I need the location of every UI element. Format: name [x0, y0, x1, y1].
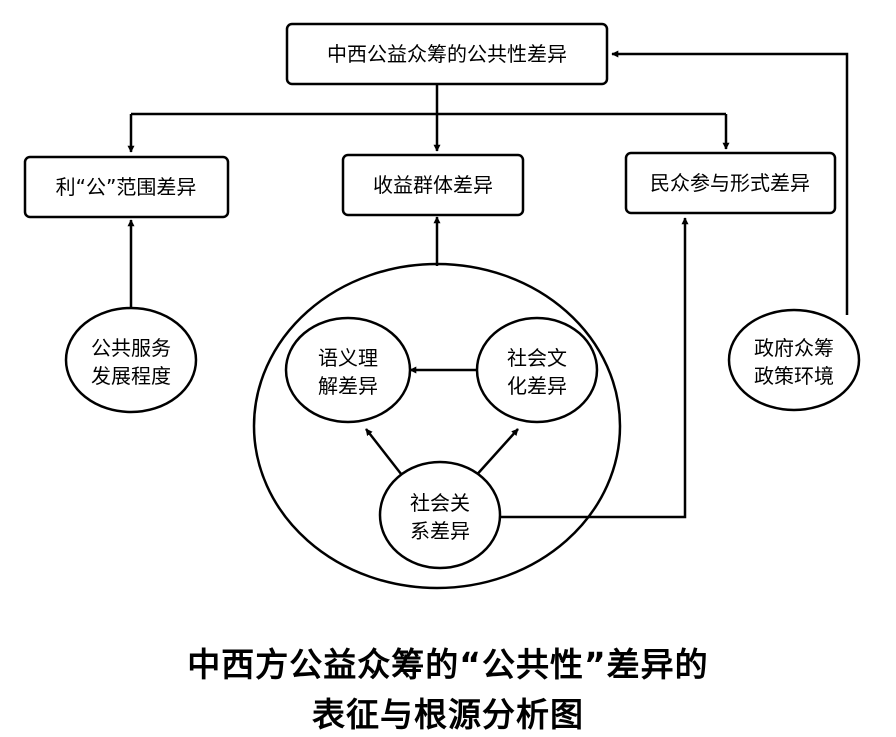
gov-policy-line-2: 政策环境	[754, 364, 834, 388]
mid-box-label: 收益群体差异	[373, 173, 493, 197]
arrow-relation-to-semantic	[365, 428, 406, 480]
left-box: 利“公”范围差异	[23, 155, 230, 219]
social-relation-node: 社会关 系差异	[378, 460, 502, 570]
root-cause-circle	[252, 262, 622, 590]
arrow-relation-to-culture	[472, 428, 519, 480]
social-culture-line-1: 社会文	[507, 346, 567, 370]
gov-policy-line-1: 政府众筹	[754, 336, 834, 360]
left-box-label: 利“公”范围差异	[56, 175, 197, 199]
caption-line-1: 中西方公益众筹的“公共性”差异的	[187, 645, 709, 684]
mid-box: 收益群体差异	[341, 153, 525, 217]
semantic-line-1: 语义理	[318, 346, 378, 370]
social-culture-node: 社会文 化差异	[475, 316, 599, 424]
arrow-gov-policy-to-top-box	[611, 50, 849, 315]
right-box: 民众参与形式差异	[624, 151, 837, 215]
semantic-line-2: 解差异	[318, 374, 378, 398]
top-box: 中西公益众筹的公共性差异	[285, 22, 609, 86]
analysis-diagram: 中西公益众筹的公共性差异 利“公”范围差异 收益群体差异 民众参与形式差异 公共…	[23, 22, 861, 590]
connectors	[127, 50, 849, 519]
public-service-node: 公共服务 发展程度	[64, 306, 198, 414]
gov-policy-node: 政府众筹 政策环境	[727, 308, 861, 412]
social-relation-line-1: 社会关	[410, 491, 470, 515]
social-relation-line-2: 系差异	[410, 519, 470, 543]
top-box-label: 中西公益众筹的公共性差异	[327, 42, 567, 66]
caption-line-2: 表征与根源分析图	[312, 695, 584, 734]
social-culture-line-2: 化差异	[507, 374, 567, 398]
public-service-line-2: 发展程度	[91, 364, 171, 388]
semantic-node: 语义理 解差异	[284, 316, 412, 424]
public-service-line-1: 公共服务	[91, 336, 171, 360]
right-box-label: 民众参与形式差异	[650, 171, 810, 195]
arrow-social-relation-to-right-box	[500, 217, 689, 519]
